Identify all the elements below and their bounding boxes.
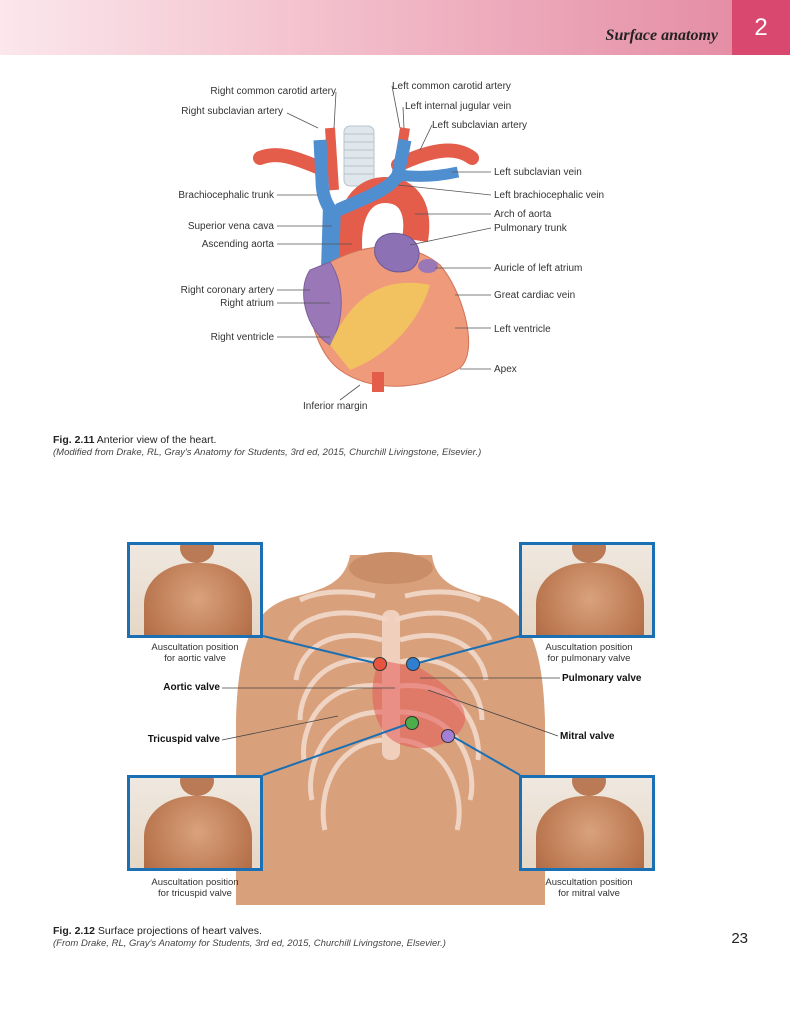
- chapter-title: Surface anatomy: [605, 27, 718, 44]
- heart-projection: [372, 660, 466, 749]
- valve-leader-lines: [221, 677, 560, 741]
- mitral-valve-marker: [441, 729, 455, 743]
- leader-lines: [277, 85, 492, 401]
- chapter-header-band: [0, 0, 732, 55]
- caption-tricuspid-line-1: Auscultation position: [151, 877, 239, 888]
- label-ascending-aorta: Ascending aorta: [201, 239, 274, 250]
- aortic-valve-marker: [373, 657, 387, 671]
- caption-mitral-line-1: Auscultation position: [545, 877, 633, 888]
- label-left-subclavian-vein: Left subclavian vein: [494, 167, 582, 178]
- figure-2-12-number: Fig. 2.12: [53, 925, 96, 937]
- photo-connector-lines: [262, 635, 521, 776]
- caption-pulmonary-line-2: for pulmonary valve: [547, 653, 631, 664]
- label-left-ventricle: Left ventricle: [494, 324, 551, 335]
- caption-pulmonary-position: Auscultation position for pulmonary valv…: [519, 642, 659, 664]
- right-common-carotid: [325, 127, 339, 191]
- photo-aortic-auscultation: [127, 542, 263, 638]
- trachea: [343, 125, 375, 187]
- caption-tricuspid-position: Auscultation position for tricuspid valv…: [127, 877, 263, 899]
- label-pulmonary-trunk: Pulmonary trunk: [494, 223, 567, 234]
- coronary-fat: [330, 282, 430, 370]
- tricuspid-valve-marker: [405, 716, 419, 730]
- figure-2-11-caption: Fig. 2.11 Anterior view of the heart. (M…: [53, 434, 481, 458]
- caption-pulmonary-line-1: Auscultation position: [545, 642, 633, 653]
- pulmonary-valve-marker: [406, 657, 420, 671]
- caption-aortic-position: Auscultation position for aortic valve: [127, 642, 263, 664]
- label-brachiocephalic-trunk: Brachiocephalic trunk: [178, 190, 274, 201]
- caption-tricuspid-line-2: for tricuspid valve: [158, 888, 232, 899]
- label-right-subclavian-artery: Right subclavian artery: [181, 106, 283, 117]
- figure-2-12-caption: Fig. 2.12 Surface projections of heart v…: [53, 925, 446, 949]
- photo-tricuspid-auscultation: [127, 775, 263, 871]
- label-inferior-margin: Inferior margin: [303, 401, 368, 412]
- label-arch-of-aorta: Arch of aorta: [494, 209, 552, 220]
- chapter-number-box: 2: [732, 0, 790, 55]
- caption-aortic-line-1: Auscultation position: [151, 642, 239, 653]
- neck-shadow: [349, 552, 433, 584]
- photo-pulmonary-auscultation: [519, 542, 655, 638]
- figure-2-11-number: Fig. 2.11: [53, 434, 95, 446]
- label-auricle-of-left-atrium: Auricle of left atrium: [494, 263, 583, 274]
- label-pulmonary-valve: Pulmonary valve: [562, 673, 642, 684]
- left-brachiocephalic-vein: [335, 138, 412, 216]
- pulmonary-trunk: [374, 232, 420, 273]
- label-tricuspid-valve: Tricuspid valve: [147, 734, 220, 745]
- superior-vena-cava: [321, 204, 341, 271]
- figure-2-11-source: (Modified from Drake, RL, Gray's Anatomy…: [53, 447, 482, 458]
- label-superior-vena-cava: Superior vena cava: [187, 221, 274, 232]
- label-aortic-valve: Aortic valve: [163, 682, 220, 693]
- caption-mitral-position: Auscultation position for mitral valve: [519, 877, 659, 899]
- label-left-subclavian-artery: Left subclavian artery: [432, 120, 528, 131]
- chapter-number: 2: [754, 13, 768, 41]
- photo-mitral-auscultation: [519, 775, 655, 871]
- label-great-cardiac-vein: Great cardiac vein: [494, 290, 576, 301]
- figure-2-11-title: Anterior view of the heart.: [94, 434, 217, 446]
- caption-aortic-line-2: for aortic valve: [164, 653, 226, 664]
- caption-mitral-line-2: for mitral valve: [558, 888, 620, 899]
- label-right-atrium: Right atrium: [220, 298, 274, 309]
- page-number: 23: [731, 930, 748, 947]
- label-right-ventricle: Right ventricle: [210, 332, 274, 343]
- rib-cage: [287, 589, 493, 831]
- left-subclavian-vein: [397, 166, 460, 182]
- label-mitral-valve: Mitral valve: [560, 731, 615, 742]
- figure-2-12-source: (From Drake, RL, Gray's Anatomy for Stud…: [53, 938, 446, 949]
- auricle-left-atrium: [418, 259, 438, 273]
- label-right-coronary-artery: Right coronary artery: [180, 285, 274, 296]
- figure-2-12-title: Surface projections of heart valves.: [95, 925, 262, 937]
- label-apex: Apex: [494, 364, 517, 375]
- label-left-common-carotid: Left common carotid artery: [392, 81, 511, 92]
- label-left-internal-jugular-vein: Left internal jugular vein: [405, 101, 512, 112]
- label-left-brachiocephalic-vein: Left brachiocephalic vein: [494, 190, 605, 201]
- label-right-common-carotid: Right common carotid artery: [210, 86, 336, 97]
